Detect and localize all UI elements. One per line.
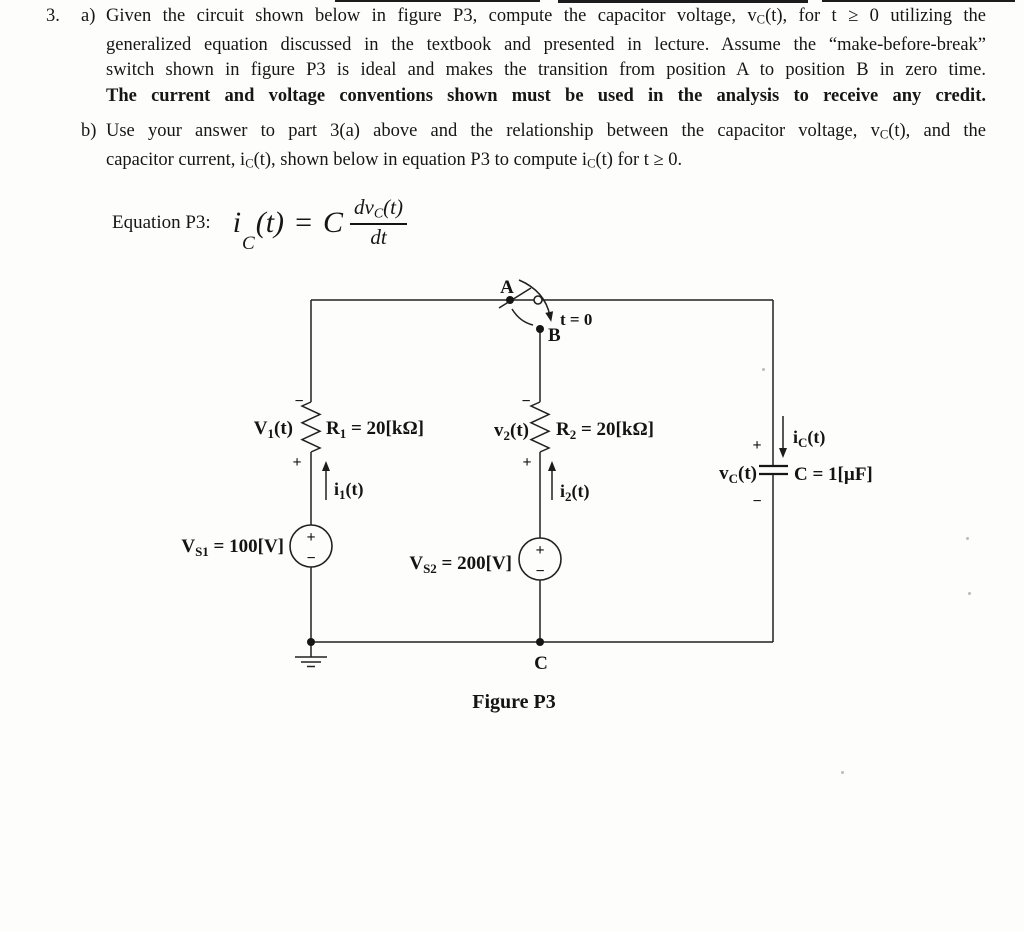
r1-label: R1 = 20[kΩ] — [326, 418, 424, 441]
text-line: generalized equation discussed in the te… — [106, 34, 986, 55]
eq-i-arg: (t) — [255, 206, 285, 239]
node-c-label: C — [534, 653, 548, 674]
vs2-label: VS2 = 200[V] — [409, 553, 512, 576]
scan-artifact-top — [558, 0, 808, 3]
eq-i-sub: C — [242, 232, 255, 254]
scan-artifact-top — [822, 0, 1015, 2]
text-line: capacitor current, iC(t), shown below in… — [106, 149, 683, 171]
part-a-label: a) — [81, 6, 96, 26]
current-arrow-i1 — [322, 461, 330, 500]
current-arrow-i2 — [548, 461, 556, 500]
cap-value-label: C = 1[µF] — [794, 464, 873, 485]
switch-pivot — [533, 295, 543, 305]
ground-icon — [295, 642, 327, 668]
v2-label: v2(t) — [494, 420, 529, 443]
switch — [498, 279, 554, 333]
part-b-label: b) — [81, 121, 97, 141]
circuit-wires — [310, 299, 774, 643]
eq-numerator: dvC(t) — [350, 195, 407, 226]
scan-artifact-top — [335, 0, 540, 2]
text-line: The current and voltage conventions show… — [106, 86, 986, 107]
eq-equals: = — [295, 206, 312, 239]
eq-capacitance: C — [322, 206, 343, 239]
vs2-minus-sign: − — [535, 563, 544, 580]
r1-plus-sign: + — [292, 454, 301, 471]
switch-arc-lower — [511, 308, 534, 326]
scan-speck — [762, 368, 765, 371]
vs1-minus-sign: − — [306, 550, 315, 567]
eq-fraction: dvC(t) dt — [350, 195, 407, 250]
switch-time-label: t = 0 — [560, 310, 592, 329]
current-arrow-ic — [779, 416, 787, 458]
switch-arrowhead — [545, 311, 554, 322]
contact-b-dot — [536, 325, 544, 333]
r1-minus-sign: − — [294, 393, 303, 410]
text-line: Use your answer to part 3(a) above and t… — [106, 121, 986, 142]
ic-label: iC(t) — [793, 427, 825, 450]
vs1-plus-sign: + — [306, 529, 315, 546]
ground-node-dot — [307, 638, 315, 646]
part-b-text: Use your answer to part 3(a) above and t… — [106, 119, 986, 177]
r2-label: R2 = 20[kΩ] — [556, 419, 654, 442]
scan-speck — [966, 537, 969, 540]
resistor-r1 — [300, 401, 322, 453]
figure-caption: Figure P3 — [472, 691, 556, 713]
node-b-label: B — [548, 325, 561, 346]
vs2-plus-sign: + — [535, 542, 544, 559]
node-c-dot — [536, 638, 544, 646]
source-vs1: + − — [289, 524, 333, 568]
switch-arc — [518, 279, 551, 317]
vc-label: vC(t) — [719, 463, 757, 486]
cap-minus-sign: − — [752, 493, 761, 510]
text-line: Given the circuit shown below in figure … — [106, 6, 986, 27]
vs1-label: VS1 = 100[V] — [181, 536, 284, 559]
part-a-text: Given the circuit shown below in figure … — [106, 4, 986, 110]
resistor-r2 — [529, 401, 551, 453]
cap-plus-sign: + — [752, 437, 761, 454]
r2-minus-sign: − — [521, 393, 530, 410]
r2-plus-sign: + — [522, 454, 531, 471]
text-line: switch shown in figure P3 is ideal and m… — [106, 60, 986, 81]
node-a-label: A — [500, 277, 514, 298]
equation-label: Equation P3: — [112, 212, 211, 233]
eq-denominator: dt — [370, 225, 387, 250]
switch-blade — [498, 287, 532, 309]
eq-i: i — [232, 206, 242, 239]
v1-label: V1(t) — [254, 418, 293, 441]
i1-label: i1(t) — [334, 479, 364, 502]
contact-a-dot — [506, 296, 514, 304]
scan-speck — [968, 592, 971, 595]
problem-number: 3. — [46, 6, 60, 26]
i2-label: i2(t) — [560, 481, 590, 504]
scan-speck — [841, 771, 844, 774]
capacitor-c — [759, 464, 788, 476]
source-vs2: + − — [518, 537, 562, 581]
